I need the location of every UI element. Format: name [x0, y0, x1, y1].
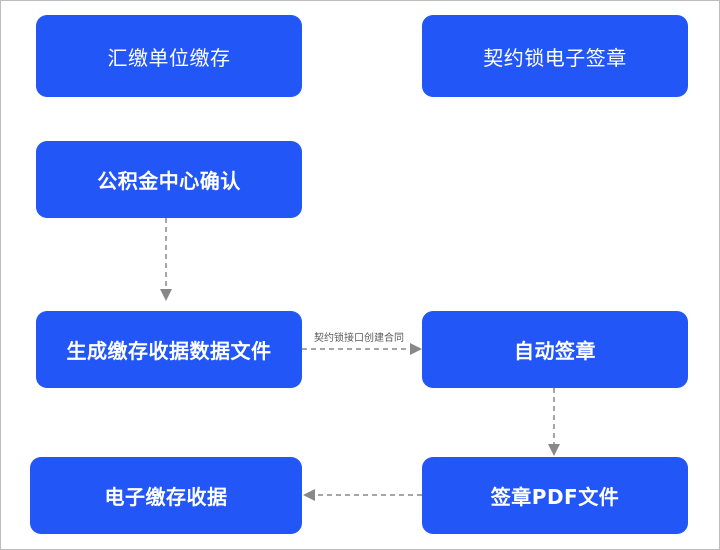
- node-huijiao: 汇缴单位缴存: [36, 15, 302, 97]
- node-auto-sign: 自动签章: [422, 311, 688, 388]
- node-confirm: 公积金中心确认: [36, 141, 302, 218]
- node-receipt: 电子缴存收据: [30, 457, 302, 534]
- edge-label-create-contract: 契约锁接口创建合同: [314, 333, 404, 344]
- arrowhead-signed-pdf-to-receipt: [303, 489, 315, 501]
- node-signed-pdf: 签章PDF文件: [422, 457, 688, 534]
- arrowhead-auto-sign-to-signed-pdf: [548, 444, 560, 456]
- arrowhead-generate-to-auto-sign: [410, 343, 422, 355]
- arrowhead-confirm-to-generate: [160, 289, 172, 301]
- node-qiyuesuo: 契约锁电子签章: [422, 15, 688, 97]
- node-generate: 生成缴存收据数据文件: [36, 311, 302, 388]
